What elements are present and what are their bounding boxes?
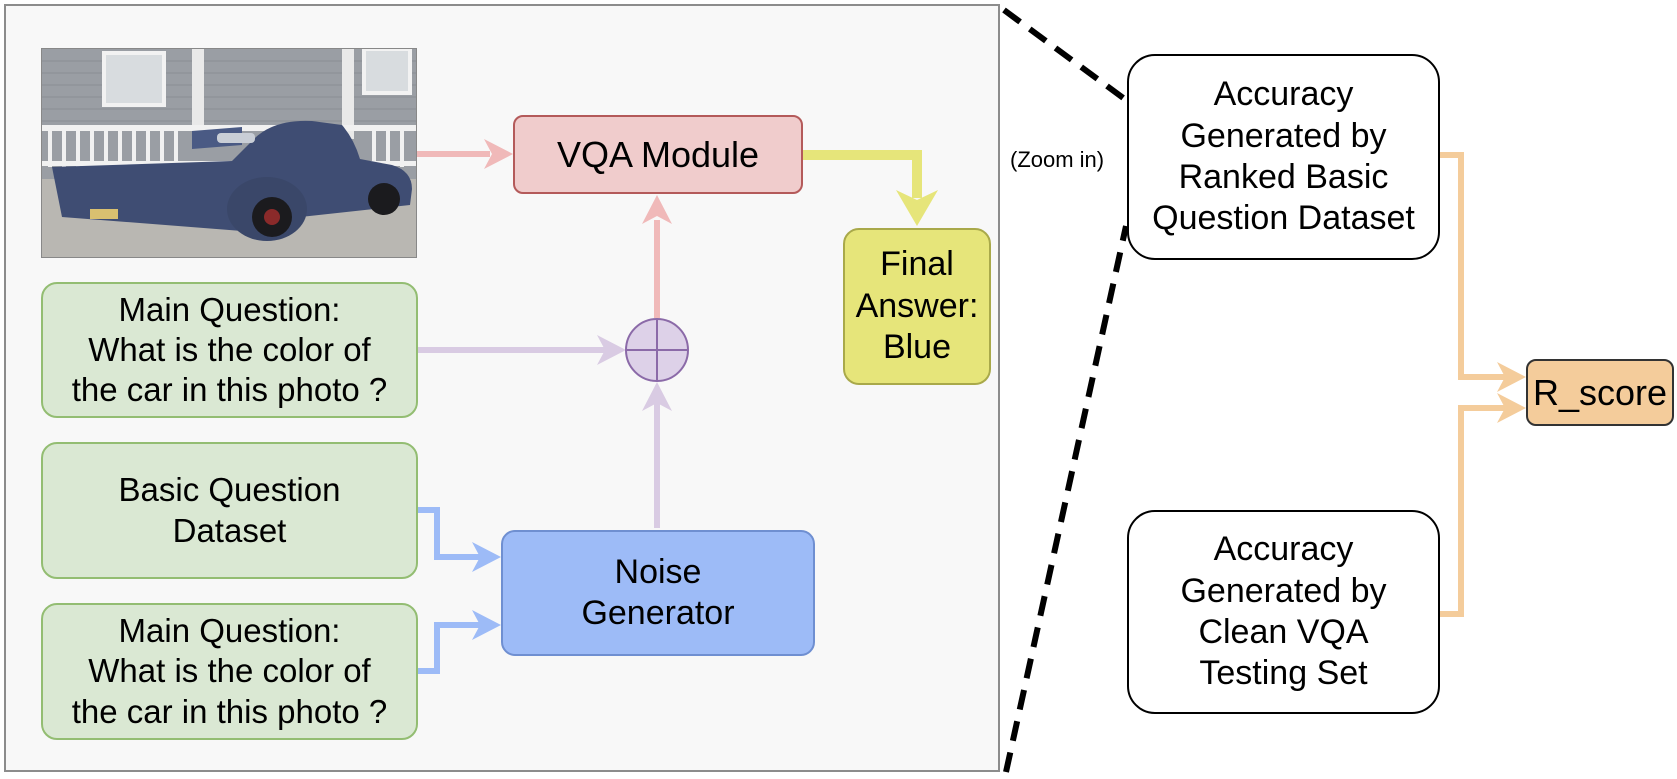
arrow-main-to-noise xyxy=(417,610,501,674)
r-score-box: R_score xyxy=(1526,359,1674,426)
final-answer-box: Final Answer: Blue xyxy=(843,228,991,385)
noise-generator-box: Noise Generator xyxy=(501,530,815,656)
arrow-noise-to-combiner xyxy=(642,382,672,528)
zoom-line-top xyxy=(1002,7,1128,103)
accuracy-clean-box: Accuracy Generated by Clean VQA Testing … xyxy=(1127,510,1440,714)
accuracy-ranked-box: Accuracy Generated by Ranked Basic Quest… xyxy=(1127,54,1440,260)
arrow-question-to-combiner xyxy=(417,335,626,365)
arrow-photo-to-vqa xyxy=(417,139,513,169)
zoom-in-label: (Zoom in) xyxy=(1010,147,1105,172)
zoom-line-bottom xyxy=(1003,225,1129,773)
main-question-bottom-box: Main Question: What is the color of the … xyxy=(41,603,418,740)
arrow-combiner-to-vqa xyxy=(642,195,672,318)
main-question-top-box: Main Question: What is the color of the … xyxy=(41,282,418,418)
arrow-clean-to-rscore xyxy=(1439,393,1526,617)
arrow-basic-to-noise xyxy=(417,507,501,572)
circle-plus-icon xyxy=(625,318,689,382)
pickup-truck-photo xyxy=(41,48,417,258)
basic-question-dataset-box: Basic Question Dataset xyxy=(41,442,418,579)
arrow-vqa-to-final xyxy=(803,150,938,226)
vqa-module-box: VQA Module xyxy=(513,115,803,194)
arrow-ranked-to-rscore xyxy=(1439,152,1526,392)
